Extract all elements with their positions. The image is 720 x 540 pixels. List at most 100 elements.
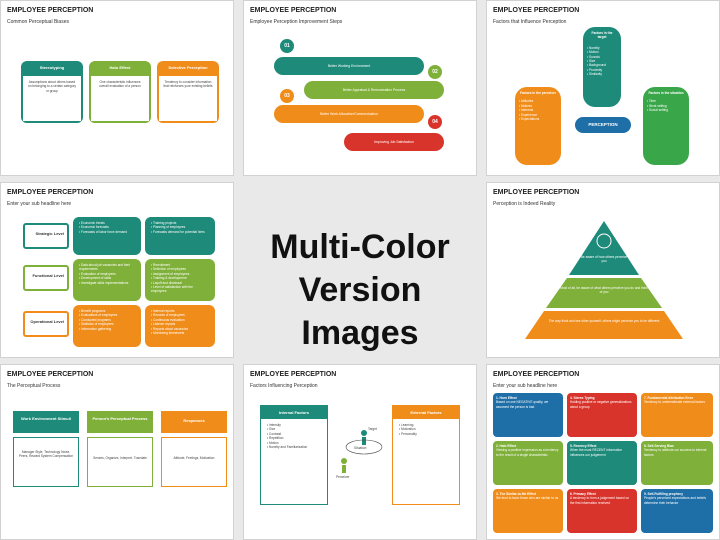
heading-line-1: Multi-Color <box>270 228 450 266</box>
pyramid <box>525 221 683 339</box>
level-item: Planning of employees <box>151 225 209 229</box>
level-item: Information gathering <box>79 327 135 331</box>
level-item: Conducted programs <box>79 318 135 322</box>
factor-item: Sounds <box>587 55 617 59</box>
tier-text: The way think and see other yourself, ot… <box>548 319 660 323</box>
bias-text: Based on one NEGATIVE quality, we assume… <box>496 400 549 409</box>
slide-perceptual-process[interactable]: EMPLOYEE PERCEPTION The Perceptual Proce… <box>0 364 234 540</box>
external-item: Motivation <box>399 427 453 431</box>
perceiver-figure-icon <box>341 458 347 464</box>
level-right-list: Internal reports Records of employees Co… <box>145 305 215 347</box>
level-item: Data about job vacancies and their requi… <box>79 263 135 272</box>
card-text: Assumptions about others based on belong… <box>21 74 83 123</box>
step-number: 01 <box>280 39 294 53</box>
level-item: Training projects <box>151 221 209 225</box>
target-body <box>362 437 366 445</box>
slide-title: EMPLOYEE PERCEPTION <box>493 7 580 14</box>
slide-subtitle: Employee Perception Improvement Steps <box>250 19 343 25</box>
factor-item: Attitudes <box>519 99 557 103</box>
level-item: Training & development <box>151 276 209 280</box>
external-item: Learning <box>399 423 453 427</box>
bias-card-stereotyping: Stereotyping Assumptions about others ba… <box>21 61 83 123</box>
bias-head: 3. The Similar-to-Me Effect <box>496 492 537 496</box>
bias-text: People's perceived expectations and beli… <box>644 496 706 505</box>
level-item: Listener reports <box>151 322 209 326</box>
internal-item: Size <box>267 427 321 431</box>
card-head: Halo Effect <box>109 65 131 70</box>
slide-improvement-steps[interactable]: EMPLOYEE PERCEPTION Employee Perception … <box>243 0 477 176</box>
level-item: Forecasts of labor force demand <box>79 230 135 234</box>
internal-head: Internal Factors <box>261 406 327 419</box>
bias-box: 2. Halo Effect Viewing a positive impres… <box>493 441 563 485</box>
slide-subtitle: Enter your sub headline here <box>493 383 558 389</box>
internal-item: Intensity <box>267 423 321 427</box>
bias-text: When the most RECENT information influen… <box>570 448 623 457</box>
target-label: Target <box>368 427 377 431</box>
perceiver-label: Perceiver <box>336 475 350 479</box>
slide-nine-biases[interactable]: EMPLOYEE PERCEPTION Enter your sub headl… <box>486 364 720 540</box>
factor-head: Factors in the perceiver <box>520 91 556 95</box>
slide-title: EMPLOYEE PERCEPTION <box>493 189 580 196</box>
level-item: Continuous evaluation <box>151 318 209 322</box>
step-pill: Better Work Allocation/Communication <box>274 105 424 123</box>
step-pill: Better Appraisal & Remuneration Process <box>304 81 444 99</box>
slide-title: EMPLOYEE PERCEPTION <box>250 371 337 378</box>
perceiver-body <box>342 465 346 473</box>
internal-item: Contrast <box>267 432 321 436</box>
situation-ellipse <box>345 439 383 455</box>
process-body-1: Manager Style, Technology Noise, Peers, … <box>13 437 79 487</box>
level-item: Layoff and dismissal <box>151 281 209 285</box>
level-item: Benefit programs <box>79 309 135 313</box>
factor-item: Experience <box>519 113 557 117</box>
bias-text: Tendency to attribute our success to int… <box>644 448 707 457</box>
bias-head: 6. Primacy Effect <box>570 492 596 496</box>
perceiver-factors: Factors in the perceiver Attitudes Motiv… <box>515 87 561 165</box>
level-label-strategic: Strategic Level <box>23 223 69 249</box>
factor-list: Novelty Motion Sounds Size Background Pr… <box>587 46 617 77</box>
bias-box: 6. Primacy Effect A tendency to form a j… <box>567 489 637 533</box>
external-head: External Factors <box>393 406 459 419</box>
slide-perception-reality[interactable]: EMPLOYEE PERCEPTION Perception is Indeed… <box>486 182 720 358</box>
level-left-list: Benefit programs Evaluations of employee… <box>73 305 141 347</box>
slide-title: EMPLOYEE PERCEPTION <box>7 7 94 14</box>
step-number: 03 <box>280 89 294 103</box>
bias-card-selective: Selective Perception Tendency to conside… <box>157 61 219 123</box>
level-item: Statistics of employees <box>79 322 135 326</box>
level-label-functional: Functional Level <box>23 265 69 291</box>
slide-common-biases[interactable]: EMPLOYEE PERCEPTION Common Perceptual Bi… <box>0 0 234 176</box>
level-right-list: Recruitment Selection of employees Assig… <box>145 259 215 301</box>
step-pill: Better Working Environment <box>274 57 424 75</box>
level-item: Monitoring timesheets <box>151 331 209 335</box>
slide-subtitle: Common Perceptual Biases <box>7 19 69 25</box>
step-number: 02 <box>428 65 442 79</box>
factor-item: Interests <box>519 108 557 112</box>
bias-head: 8. Self-Serving Bias <box>644 444 674 448</box>
bias-card-halo: Halo Effect One characteristic influence… <box>89 61 151 123</box>
slide-title: EMPLOYEE PERCEPTION <box>250 7 337 14</box>
slide-levels[interactable]: EMPLOYEE PERCEPTION Enter your sub headl… <box>0 182 234 358</box>
slide-title: EMPLOYEE PERCEPTION <box>7 189 94 196</box>
slide-subtitle: The Perceptual Process <box>7 383 61 389</box>
slide-influence-factors[interactable]: EMPLOYEE PERCEPTION Factors that Influen… <box>486 0 720 176</box>
card-text: Tendency to consider information that re… <box>157 74 219 123</box>
bias-text: A tendency to form a judgement based on … <box>570 496 630 505</box>
slide-factors-influencing[interactable]: EMPLOYEE PERCEPTION Factors Influencing … <box>243 364 477 540</box>
factor-item: Size <box>587 59 617 63</box>
bias-head: 2. Halo Effect <box>496 444 517 448</box>
process-head-1: Work Environment Stimuli <box>13 411 79 433</box>
process-body-3: Attitude, Feelings, Motivation <box>161 437 227 487</box>
bias-box: 3. The Similar-to-Me Effect We tend to f… <box>493 489 563 533</box>
level-item: Assignment of employees <box>151 272 209 276</box>
level-left-list: Data about job vacancies and their requi… <box>73 259 141 301</box>
internal-list: Intensity Size Contrast Repetition Motio… <box>261 419 327 453</box>
bias-box: 7. Fundamental Attribution Error Tendenc… <box>641 393 713 437</box>
level-item: Records of employees <box>151 313 209 317</box>
level-item: Recruitment <box>151 263 209 267</box>
process-head-2: Person's Perceptual Process <box>87 411 153 433</box>
factor-item: Background <box>587 63 617 67</box>
level-left-list: Economic trends Economic forecasts Forec… <box>73 217 141 255</box>
internal-item: Repetition <box>267 436 321 440</box>
tier-text: Most of all, be aware of what others per… <box>560 286 648 295</box>
level-item: Level of satisfaction with the employees <box>151 285 209 294</box>
bias-text: Viewing a positive impression as a tende… <box>496 448 559 457</box>
